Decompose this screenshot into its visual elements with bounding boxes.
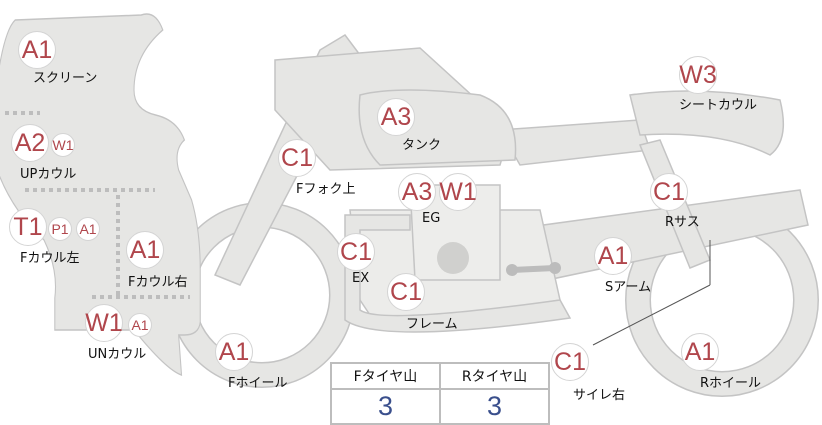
- part-label: Fフォク上: [296, 182, 356, 197]
- damage-badge[interactable]: C1: [387, 273, 425, 311]
- part-label: シートカウル: [679, 98, 758, 113]
- part-label: スクリーン: [33, 71, 98, 86]
- part-label: EG: [422, 211, 441, 226]
- damage-badge[interactable]: C1: [278, 139, 316, 177]
- part-label: Rサス: [665, 215, 700, 230]
- damage-badge[interactable]: A1: [215, 333, 253, 371]
- part-label: Sアーム: [605, 280, 652, 295]
- rear-tire-header: Rタイヤ山: [439, 362, 550, 390]
- damage-badge[interactable]: A2: [11, 124, 49, 162]
- damage-badge[interactable]: A1: [594, 237, 632, 275]
- part-label: Fカウル左: [20, 251, 80, 266]
- damage-badge[interactable]: W3: [679, 56, 717, 94]
- damage-badge[interactable]: C1: [337, 233, 375, 271]
- damage-badge[interactable]: W1: [51, 133, 75, 157]
- rear-tire-value: 3: [439, 388, 550, 425]
- part-label: フレーム: [406, 317, 458, 332]
- damage-badge[interactable]: C1: [650, 173, 688, 211]
- damage-badge[interactable]: A1: [76, 217, 100, 241]
- part-label: UNカウル: [88, 347, 147, 362]
- damage-badge[interactable]: A3: [398, 173, 436, 211]
- damage-badge[interactable]: A1: [681, 333, 719, 371]
- damage-badge[interactable]: A3: [377, 98, 415, 136]
- damage-badge[interactable]: A1: [128, 313, 152, 337]
- damage-badge[interactable]: W1: [439, 173, 477, 211]
- damage-badge[interactable]: P1: [48, 217, 72, 241]
- front-tire-value: 3: [330, 388, 441, 425]
- part-label: Fホイール: [228, 376, 288, 391]
- part-label: UPカウル: [20, 167, 77, 182]
- part-label: Rホイール: [700, 376, 762, 391]
- damage-badge[interactable]: A1: [18, 31, 56, 69]
- front-tire-header: Fタイヤ山: [330, 362, 441, 390]
- damage-badge[interactable]: T1: [9, 208, 47, 246]
- part-label: EX: [352, 271, 370, 286]
- damage-badge[interactable]: A1: [126, 231, 164, 269]
- part-label: Fカウル右: [128, 275, 188, 290]
- part-label: タンク: [402, 138, 442, 153]
- part-label: サイレ右: [573, 388, 626, 403]
- damage-badge[interactable]: C1: [551, 343, 589, 381]
- damage-badge[interactable]: W1: [85, 304, 123, 342]
